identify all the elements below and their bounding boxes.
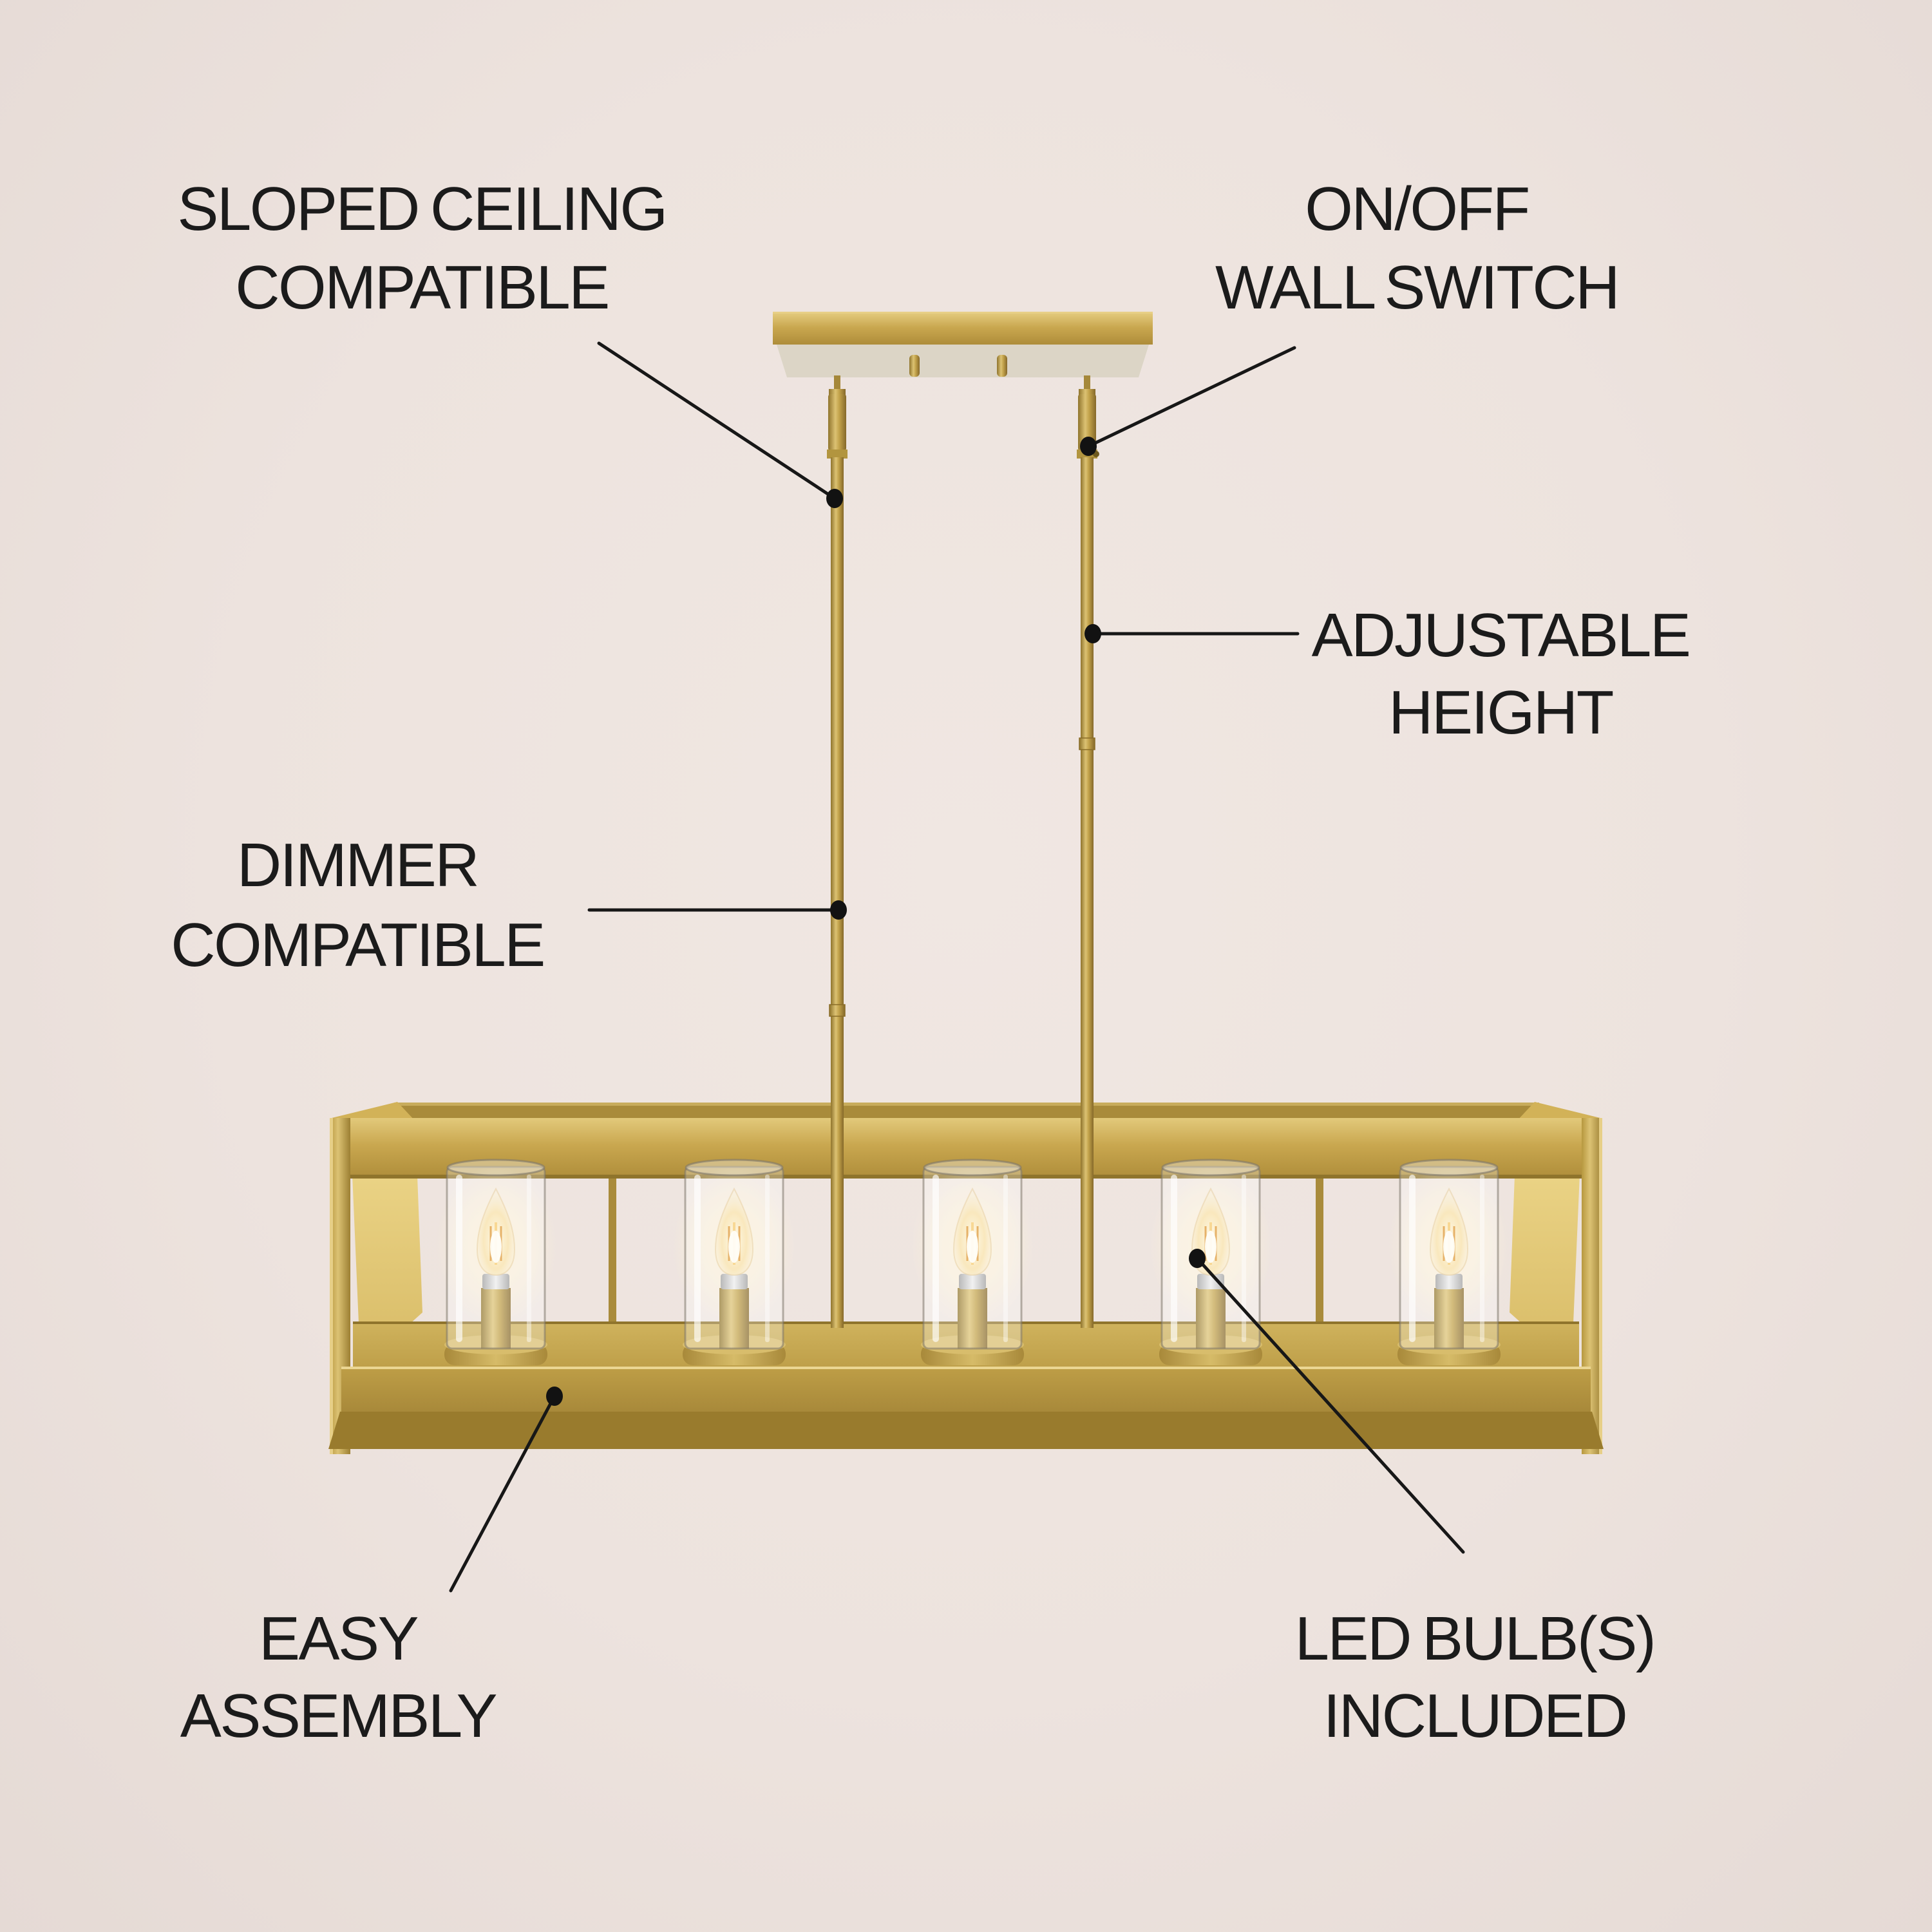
callout-label-on-off-wall-switch-line2: WALL SWITCH xyxy=(1215,253,1618,322)
canopy-peg-left xyxy=(909,355,920,377)
callout-label-sloped-ceiling-compatible-line1: SLOPED CEILING xyxy=(177,175,666,243)
callout-label-easy-assembly-line1: EASY xyxy=(259,1604,418,1673)
callout-dimmer-compatible: DIMMER COMPATIBLE xyxy=(171,831,847,980)
rod-coupler-left xyxy=(829,1004,846,1017)
canopy-underside xyxy=(777,345,1149,377)
downrod-right xyxy=(1077,375,1099,1328)
callout-on-off-wall-switch: ON/OFF WALL SWITCH xyxy=(1080,175,1620,456)
callout-label-dimmer-compatible-line2: COMPATIBLE xyxy=(171,911,544,980)
light-unit-5 xyxy=(1387,1159,1511,1367)
ceiling-canopy xyxy=(773,312,1153,377)
callout-sloped-ceiling-compatible: SLOPED CEILING COMPATIBLE xyxy=(177,175,843,508)
callout-dot-on-off-wall-switch xyxy=(1080,437,1097,456)
callout-label-adjustable-height-line2: HEIGHT xyxy=(1388,678,1613,747)
callout-line-led-bulbs-included xyxy=(1195,1256,1465,1554)
callouts: SLOPED CEILING COMPATIBLE ON/OFF WALL SWITC… xyxy=(171,175,1691,1750)
frame-inner-side-right xyxy=(1510,1124,1581,1368)
callout-label-dimmer-compatible-line1: DIMMER xyxy=(237,831,478,900)
frame-inner-side-left xyxy=(351,1124,422,1368)
callout-label-easy-assembly-line2: ASSEMBLY xyxy=(180,1681,497,1750)
callout-label-sloped-ceiling-compatible-line2: COMPATIBLE xyxy=(235,253,609,322)
callout-line-easy-assembly xyxy=(449,1394,556,1593)
callout-dot-sloped-ceiling-compatible xyxy=(826,489,843,508)
callout-dot-adjustable-height xyxy=(1084,624,1101,643)
canopy-peg-right xyxy=(997,355,1007,377)
light-unit-3 xyxy=(910,1159,1035,1367)
callout-dot-easy-assembly xyxy=(546,1387,563,1406)
callout-label-on-off-wall-switch-line1: ON/OFF xyxy=(1305,175,1529,243)
callout-label-adjustable-height-line1: ADJUSTABLE xyxy=(1312,601,1690,670)
callout-line-on-off-wall-switch xyxy=(1086,346,1296,448)
light-unit-2 xyxy=(672,1159,797,1367)
callout-easy-assembly: EASY ASSEMBLY xyxy=(180,1387,563,1750)
callout-dot-led-bulbs-included xyxy=(1189,1249,1206,1268)
callout-adjustable-height: ADJUSTABLE HEIGHT xyxy=(1084,601,1691,747)
light-unit-4 xyxy=(1148,1159,1273,1367)
callout-dot-dimmer-compatible xyxy=(830,900,847,920)
callout-label-led-bulbs-included-line1: LED BULB(S) xyxy=(1295,1604,1655,1673)
downrod-left xyxy=(827,375,848,1328)
frame-bottom-underside xyxy=(328,1412,1604,1449)
rod-coupler-right xyxy=(1079,737,1095,750)
frame-bottom-band xyxy=(341,1369,1591,1412)
canopy-front-face xyxy=(773,314,1153,345)
light-unit-1 xyxy=(433,1159,558,1367)
callout-led-bulbs-included: LED BULB(S) INCLUDED xyxy=(1189,1249,1656,1750)
callout-label-led-bulbs-included-line2: INCLUDED xyxy=(1323,1681,1627,1750)
callout-line-sloped-ceiling-compatible xyxy=(597,341,837,500)
